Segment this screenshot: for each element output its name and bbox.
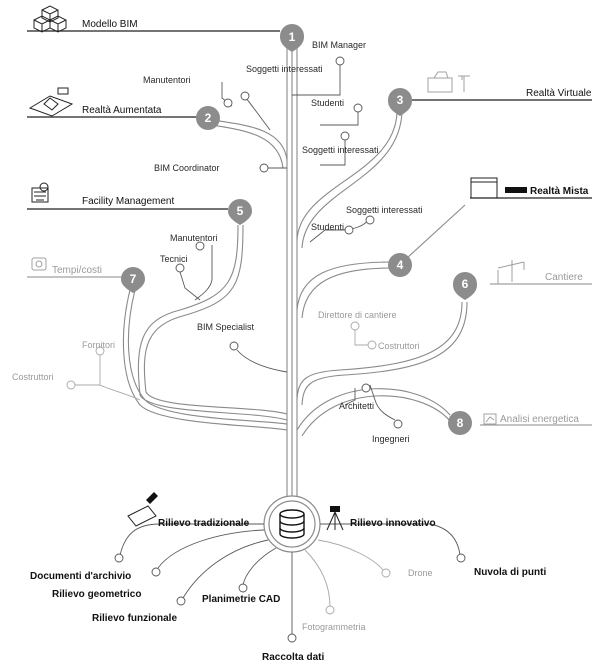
tempi-costi-icon: [31, 257, 47, 271]
leaf-tecnici-dot: [175, 263, 185, 273]
leaf-ingegneri-dot: [393, 419, 403, 429]
leaf-soggetti-3-dot: [340, 131, 350, 141]
leaf-soggetti-interessati-4: Soggetti interessati: [346, 205, 423, 215]
facility-management-icon: [31, 182, 49, 203]
twigs: [75, 65, 396, 421]
node-pin-7: 7: [121, 267, 145, 293]
leaf-direttore-dot: [350, 321, 360, 331]
root-fotogrammetria: Fotogrammetria: [302, 622, 366, 632]
node-label-modello-bim: Modello BIM: [82, 19, 138, 30]
leaf-bim-specialist-dot: [229, 341, 239, 351]
leaf-soggetti-4-dot: [365, 215, 375, 225]
leaf-bim-coordinator: BIM Coordinator: [154, 163, 220, 173]
root-planimetrie-cad: Planimetrie CAD: [202, 594, 280, 605]
branch-node-6: [296, 301, 468, 406]
node-number-4: 4: [397, 258, 404, 272]
leaf-costruttori-7: Costruttori: [12, 372, 54, 382]
node-number-1: 1: [289, 30, 296, 44]
node-pin-3: 3: [388, 88, 412, 116]
leaf-ingegneri: Ingegneri: [372, 434, 410, 444]
node-pin-1: 1: [280, 24, 304, 52]
leaf-fornitori: Fornitori: [82, 340, 115, 350]
branch-node-8: [296, 388, 451, 437]
leaf-direttore-cantiere: Direttore di cantiere: [318, 310, 397, 320]
node-pin-6: 6: [453, 272, 477, 300]
root-raccolta-dati: Raccolta dati: [262, 652, 324, 663]
leaf-manutentori-2: Manutentori: [143, 75, 191, 85]
node-number-2: 2: [205, 111, 212, 125]
node-pin-8: 8: [448, 411, 472, 435]
node-label-realta-aumentata: Realtà Aumentata: [82, 105, 162, 116]
leaf-bim-manager: BIM Manager: [312, 40, 366, 50]
leaf-costruttori-6: Costruttori: [378, 341, 420, 351]
node-pin-5: 5: [228, 199, 252, 225]
leaf-bim-manager-dot: [335, 56, 345, 66]
crane-icon: [497, 260, 525, 284]
leaf-fornitori-dot: [95, 346, 105, 356]
branch-node-4: [296, 204, 466, 319]
root-rilievo-funzionale: Rilievo funzionale: [92, 613, 177, 624]
leaf-costruttori-6-dot: [367, 340, 377, 350]
database-icon: [279, 509, 305, 539]
root-rilievo-tradizionale: Rilievo tradizionale: [158, 518, 250, 529]
leaf-bim-specialist: BIM Specialist: [197, 322, 255, 332]
drawing-hand-icon: [127, 492, 158, 527]
leaf-tecnici: Tecnici: [160, 254, 188, 264]
node-pin-4: 4: [388, 253, 412, 277]
node-label-cantiere: Cantiere: [545, 272, 583, 283]
vr-headset-icon: [427, 71, 470, 93]
root-branches: [114, 523, 466, 643]
ar-tablet-icon: [28, 87, 74, 117]
leaf-markers: [66, 56, 403, 429]
node-number-6: 6: [462, 277, 469, 291]
leaf-manutentori-5: Manutentori: [170, 233, 218, 243]
leaf-studenti-3-dot: [353, 103, 363, 113]
branch-node-7: [122, 289, 288, 431]
node-label-facility-management: Facility Management: [82, 196, 174, 207]
leaf-studenti-3: Studenti: [311, 98, 344, 108]
leaf-soggetti-interessati-3: Soggetti interessati: [302, 145, 379, 155]
node-number-3: 3: [397, 93, 404, 107]
node-label-realta-mista: Realtà Mista: [530, 186, 589, 197]
root-nuvola-di-punti: Nuvola di punti: [474, 567, 546, 578]
cubes-icon: [33, 5, 67, 33]
root-documenti-archivio: Documenti d'archivio: [30, 571, 131, 582]
root-drone: Drone: [408, 568, 433, 578]
root-rilievo-innovativo: Rilievo innovativo: [350, 518, 436, 529]
leaf-architetti: Architetti: [339, 401, 374, 411]
leaf-studenti-4-dot: [344, 225, 354, 235]
mixed-reality-icon: [470, 177, 527, 199]
node-label-analisi-energetica: Analisi energetica: [500, 414, 579, 425]
node-pin-2: 2: [196, 106, 220, 130]
leaf-architetti-dot: [361, 383, 371, 393]
tree-trunk: [286, 40, 298, 512]
leaf-manutentori-2-dot: [223, 98, 233, 108]
node-label-tempi-costi: Tempi/costi: [52, 265, 102, 276]
leaf-bim-coordinator-dot: [259, 163, 269, 173]
branch-node-3: [296, 111, 403, 249]
energy-analysis-icon: [483, 413, 497, 425]
node-label-realta-virtuale: Realtà Virtuale: [526, 88, 592, 99]
node-number-7: 7: [130, 272, 137, 286]
leaf-soggetti-interessati-2: Soggetti interessati: [246, 64, 323, 74]
branch-node-5: [137, 224, 288, 421]
root-rilievo-geometrico: Rilievo geometrico: [52, 589, 141, 600]
leaf-studenti-4: Studenti: [311, 222, 344, 232]
node-number-5: 5: [237, 204, 244, 218]
branch-node-2: [211, 119, 288, 169]
leaf-manutentori-5-dot: [195, 241, 205, 251]
leaf-soggetti-2-dot: [240, 91, 250, 101]
database-hub: [263, 495, 321, 553]
leaf-costruttori-7-dot: [66, 380, 76, 390]
laser-scanner-icon: [326, 506, 344, 531]
node-number-8: 8: [457, 416, 464, 430]
